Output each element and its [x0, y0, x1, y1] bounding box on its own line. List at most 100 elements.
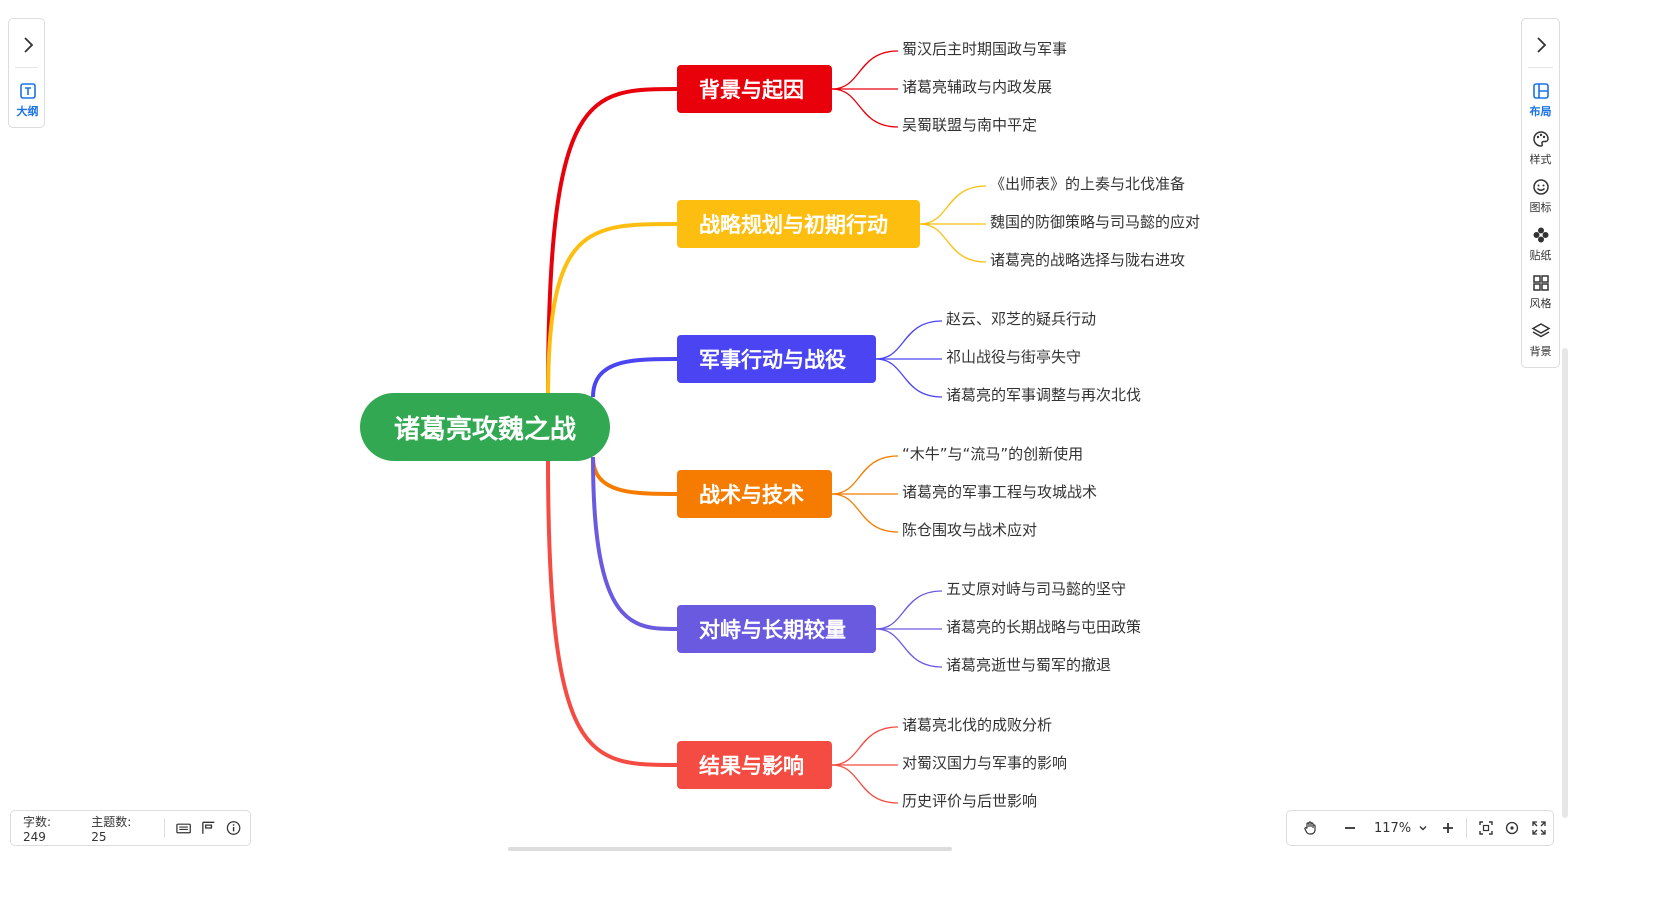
topic-count: 主题数: 25 — [91, 814, 132, 844]
leaf-connector — [831, 764, 899, 804]
tool-label: 风格 — [1529, 297, 1552, 310]
expand-left-button[interactable] — [9, 27, 46, 63]
keyboard-icon[interactable] — [175, 819, 192, 837]
subtopic[interactable]: 吴蜀联盟与南中平定 — [902, 116, 1038, 134]
leaf-connector — [875, 590, 943, 630]
status-bar: 字数: 249 主题数: 25 — [10, 810, 251, 846]
subtopic[interactable]: 五丈原对峙与司马懿的坚守 — [946, 580, 1127, 598]
layout-icon — [1532, 83, 1549, 99]
subtopic[interactable]: 历史评价与后世影响 — [902, 792, 1038, 810]
chevron-right-icon — [23, 37, 33, 53]
subtopic[interactable]: 蜀汉后主时期国政与军事 — [902, 40, 1068, 58]
leaf-connector — [831, 50, 899, 90]
tool-theme[interactable]: 风格 — [1522, 273, 1559, 311]
expand-right-button[interactable] — [1522, 27, 1559, 63]
fullscreen-icon — [1532, 821, 1546, 835]
subtopic[interactable]: 赵云、邓芝的疑兵行动 — [946, 310, 1097, 328]
vertical-scrollbar[interactable] — [1562, 348, 1568, 818]
minus-icon — [1344, 827, 1355, 829]
info-icon[interactable] — [225, 819, 242, 837]
divider — [1466, 818, 1468, 838]
locate-center-button[interactable] — [1499, 810, 1525, 846]
subtopic[interactable]: 对蜀汉国力与军事的影响 — [902, 754, 1068, 772]
layers-icon — [1530, 323, 1551, 338]
zoom-bar: 117% — [1286, 810, 1554, 846]
right-panel: 布局 样式 图标 贴纸 风格 背景 — [1521, 18, 1560, 368]
leaf-connector — [875, 320, 943, 360]
zoom-level: 117% — [1373, 820, 1412, 836]
branch-topic[interactable]: 战术与技术 — [677, 470, 832, 518]
subtopic[interactable]: 诸葛亮北伐的成败分析 — [902, 716, 1053, 734]
tool-style[interactable]: 样式 — [1522, 129, 1559, 167]
leaf-connector — [875, 358, 943, 398]
minimap-icon[interactable] — [200, 819, 217, 837]
subtopic[interactable]: 诸葛亮的长期战略与屯田政策 — [946, 618, 1142, 636]
smiley-icon — [1532, 179, 1549, 195]
branch-topic[interactable]: 对峙与长期较量 — [677, 605, 876, 653]
branch-connector — [546, 222, 678, 398]
chevron-down-icon — [1419, 826, 1427, 831]
chevron-right-icon — [1536, 37, 1546, 53]
divider — [15, 67, 38, 68]
leaf-connector — [875, 628, 943, 668]
left-panel: 大纲 — [8, 18, 45, 128]
fullscreen-button[interactable] — [1525, 810, 1553, 846]
divider — [1528, 67, 1553, 68]
branch-topic[interactable]: 背景与起因 — [677, 65, 832, 113]
grid-style-icon — [1532, 275, 1549, 291]
horizontal-scrollbar[interactable] — [508, 847, 952, 851]
subtopic[interactable]: 《出师表》的上奏与北伐准备 — [990, 175, 1186, 193]
target-icon — [1505, 821, 1519, 835]
leaf-connector — [831, 493, 899, 533]
branch-connector — [591, 357, 678, 398]
tool-label: 贴纸 — [1529, 249, 1552, 262]
tool-layout[interactable]: 布局 — [1522, 81, 1559, 119]
subtopic[interactable]: 诸葛亮的战略选择与陇右进攻 — [990, 251, 1186, 269]
fit-view-button[interactable] — [1473, 810, 1499, 846]
hand-tool-button[interactable] — [1287, 810, 1333, 846]
branch-topic[interactable]: 战略规划与初期行动 — [677, 200, 920, 248]
leaf-connector — [831, 88, 899, 128]
branch-connector — [546, 87, 678, 398]
root-topic[interactable]: 诸葛亮攻魏之战 — [360, 393, 610, 461]
leaf-connector — [831, 726, 899, 766]
branch-connector — [591, 456, 678, 496]
subtopic[interactable]: 陈仓围攻与战术应对 — [902, 521, 1038, 539]
tool-label: 图标 — [1529, 201, 1552, 214]
branch-connector — [591, 456, 678, 631]
subtopic[interactable]: 诸葛亮逝世与蜀军的撤退 — [946, 656, 1112, 674]
plus-icon — [1443, 823, 1454, 833]
branch-topic[interactable]: 结果与影响 — [677, 741, 832, 789]
outline-icon — [19, 83, 36, 99]
tool-label: 背景 — [1529, 345, 1552, 358]
palette-icon — [1532, 131, 1549, 147]
leaf-connector — [831, 455, 899, 495]
tool-label: 样式 — [1529, 153, 1552, 166]
subtopic[interactable]: “木牛”与“流马”的创新使用 — [902, 445, 1084, 463]
zoom-in-button[interactable] — [1436, 810, 1460, 846]
fit-view-icon — [1479, 821, 1493, 835]
tool-icon[interactable]: 图标 — [1522, 177, 1559, 215]
zoom-level-select[interactable]: 117% — [1367, 810, 1437, 846]
outline-button[interactable]: 大纲 — [9, 81, 46, 119]
tool-label: 布局 — [1529, 105, 1552, 118]
subtopic[interactable]: 诸葛亮的军事工程与攻城战术 — [902, 483, 1098, 501]
branch-connector — [546, 456, 678, 767]
zoom-out-button[interactable] — [1333, 810, 1367, 846]
subtopic[interactable]: 祁山战役与街亭失守 — [946, 348, 1082, 366]
subtopic[interactable]: 诸葛亮的军事调整与再次北伐 — [946, 386, 1142, 404]
tool-sticker[interactable]: 贴纸 — [1522, 225, 1559, 263]
outline-label: 大纲 — [16, 105, 39, 118]
sticker-icon — [1533, 227, 1548, 243]
divider — [163, 818, 165, 838]
subtopic[interactable]: 魏国的防御策略与司马懿的应对 — [990, 213, 1201, 231]
subtopic[interactable]: 诸葛亮辅政与内政发展 — [902, 78, 1053, 96]
leaf-connector — [919, 185, 987, 225]
leaf-connector — [919, 223, 987, 263]
tool-background[interactable]: 背景 — [1522, 321, 1559, 359]
branch-topic[interactable]: 军事行动与战役 — [677, 335, 876, 383]
word-count: 字数: 249 — [23, 814, 52, 844]
hand-icon — [1304, 821, 1316, 835]
